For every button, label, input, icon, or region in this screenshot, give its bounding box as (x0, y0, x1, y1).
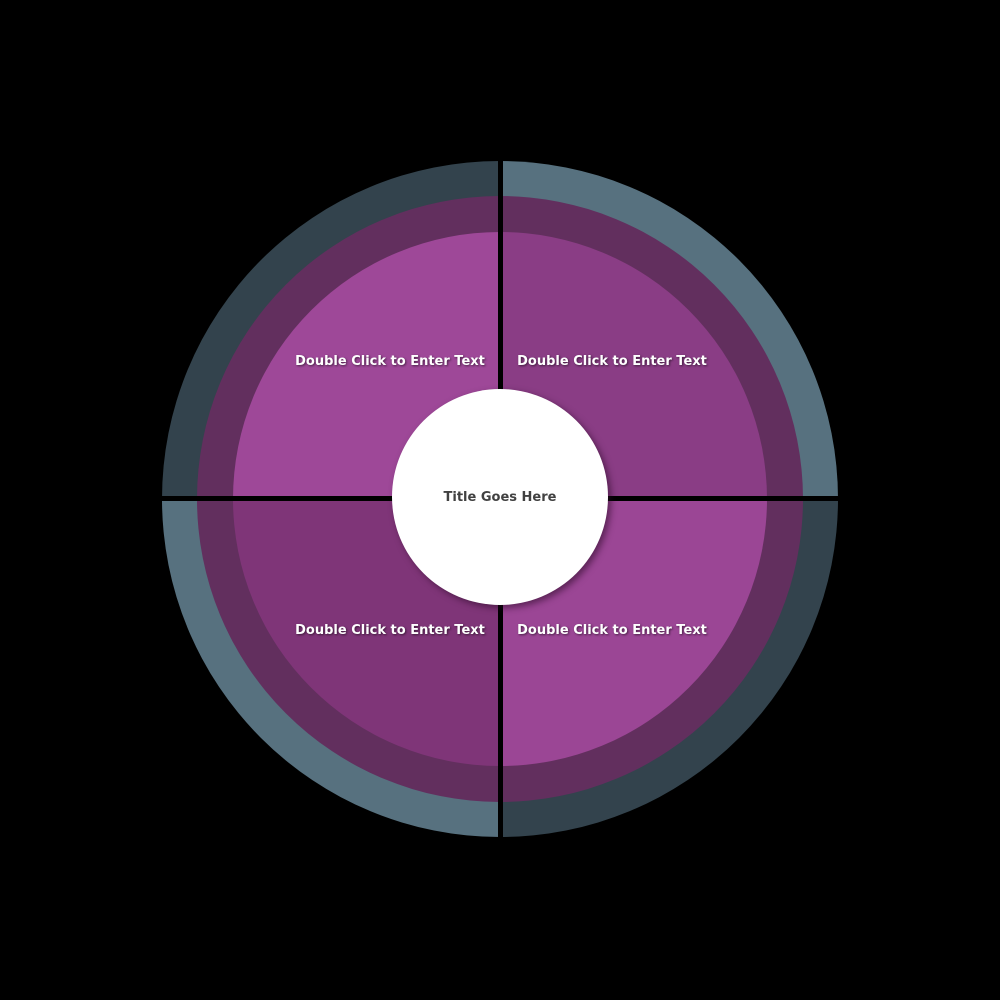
quadrant-bottom-right-label[interactable]: Double Click to Enter Text (517, 623, 707, 638)
diagram-title[interactable]: Title Goes Here (443, 490, 557, 505)
quadrant-top-left-label[interactable]: Double Click to Enter Text (295, 354, 485, 369)
quadrant-top-right-label[interactable]: Double Click to Enter Text (517, 354, 707, 369)
center-circle[interactable] (392, 389, 608, 605)
quadrant-bottom-left-label[interactable]: Double Click to Enter Text (295, 623, 485, 638)
